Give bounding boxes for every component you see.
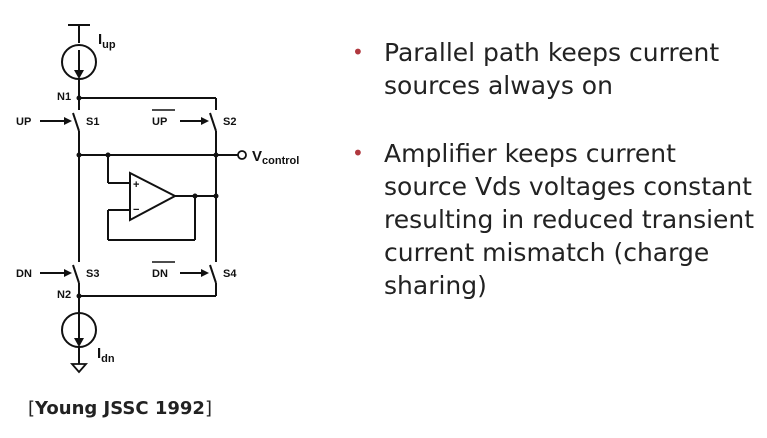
dn-bar-label: DN — [152, 268, 168, 280]
n1-label: N1 — [57, 91, 71, 103]
arrow-head — [201, 117, 209, 125]
charge-pump-circuit-diagram: Iup N1 UP S1 UP S2 Vcontrol + − DN S3 DN… — [16, 24, 299, 374]
i-up-label: Iup — [98, 31, 116, 51]
node-dot — [76, 293, 82, 299]
i-dn-subscript: dn — [101, 353, 115, 365]
opamp-minus-label: − — [133, 204, 139, 216]
node-dot — [105, 152, 111, 158]
v-control-subscript: control — [262, 155, 299, 167]
ground-symbol — [70, 363, 88, 374]
s2-label: S2 — [223, 116, 236, 128]
up-bar-label: UP — [152, 116, 167, 128]
i-up-subscript: up — [102, 39, 116, 51]
bullet-marker: • — [352, 40, 364, 64]
n2-label: N2 — [57, 289, 71, 301]
v-control-label: Vcontrol — [252, 148, 299, 167]
bullet-text: Parallel path keeps current sources alwa… — [384, 38, 720, 100]
switch-s1 — [72, 112, 80, 132]
node-dot — [192, 193, 198, 199]
s4-label: S4 — [223, 268, 237, 280]
citation-close-bracket: ] — [204, 398, 212, 419]
op-amp — [129, 171, 178, 222]
switch-s3 — [72, 264, 80, 284]
switch-s2 — [209, 112, 217, 132]
node-dot — [76, 95, 82, 101]
arrow-head — [74, 338, 84, 347]
citation-open-bracket: [ — [28, 398, 36, 419]
citation: [Young JSSC 1992] — [28, 398, 212, 419]
opamp-plus-label: + — [133, 179, 139, 191]
arrow-head — [201, 269, 209, 277]
up-input-label: UP — [16, 116, 31, 128]
bullet-list: • Parallel path keeps current sources al… — [352, 36, 757, 302]
arrow-head — [64, 117, 72, 125]
switch-s4 — [209, 264, 217, 284]
node-dot — [213, 152, 219, 158]
s3-label: S3 — [86, 268, 99, 280]
bullet-item: • Parallel path keeps current sources al… — [352, 36, 757, 102]
bullet-marker: • — [352, 141, 364, 165]
i-dn-label: Idn — [97, 345, 115, 365]
bullet-text: Amplifier keeps current source Vds volta… — [384, 139, 755, 300]
node-dot — [76, 152, 82, 158]
output-terminal — [237, 150, 247, 160]
arrow-head — [74, 70, 84, 79]
citation-text: Young JSSC 1992 — [35, 398, 205, 419]
bullet-item: • Amplifier keeps current source Vds vol… — [352, 137, 757, 302]
arrow-head — [64, 269, 72, 277]
dn-input-label: DN — [16, 268, 32, 280]
s1-label: S1 — [86, 116, 99, 128]
node-dot — [213, 193, 219, 199]
